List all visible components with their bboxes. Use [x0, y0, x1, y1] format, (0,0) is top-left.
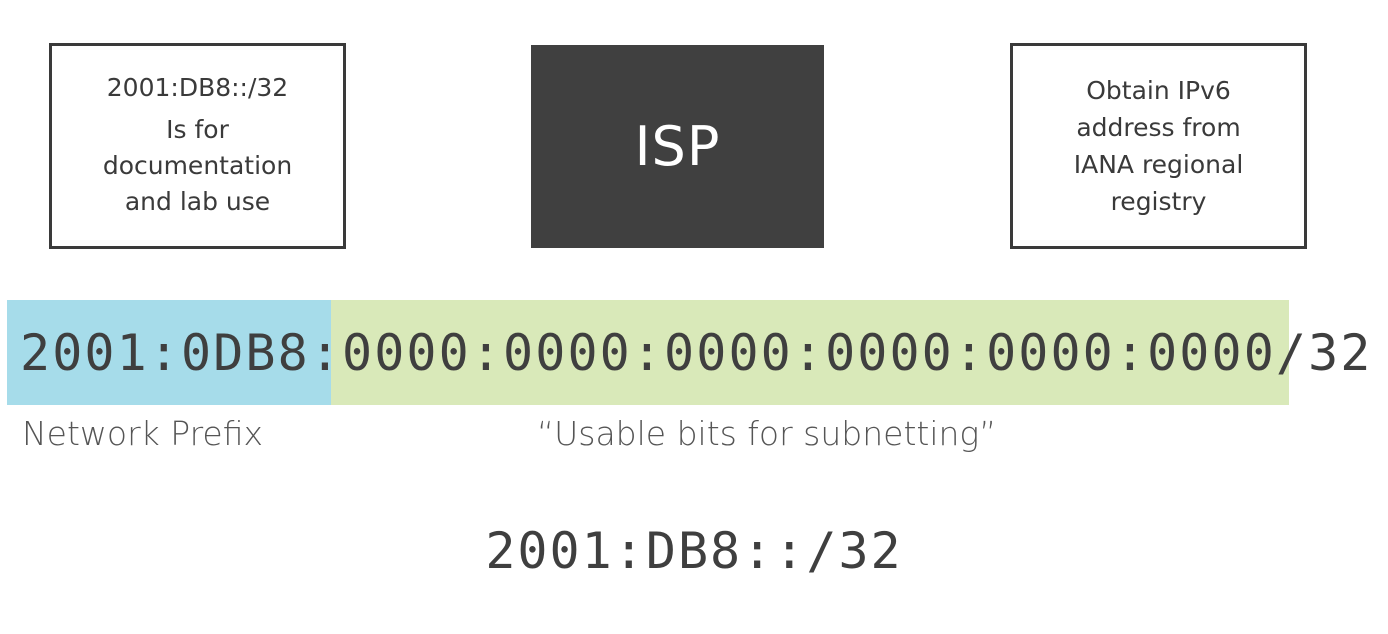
documentation-prefix-description: Is for documentation and lab use [102, 115, 293, 216]
isp-box: ISP [531, 45, 824, 248]
iana-registry-description: Obtain IPv6 address from IANA regional r… [1073, 76, 1244, 216]
network-prefix-label: Network Prefix [22, 414, 264, 453]
documentation-prefix-title: 2001:DB8::/32 [106, 73, 289, 102]
subnetting-bits-highlight [331, 300, 1289, 405]
iana-registry-box: Obtain IPv6 address from IANA regional r… [1010, 43, 1307, 249]
compressed-ipv6-prefix: 2001:DB8::/32 [485, 522, 903, 580]
subnetting-bits-label: “Usable bits for subnetting” [537, 414, 997, 453]
network-prefix-highlight [7, 300, 331, 405]
documentation-prefix-box: 2001:DB8::/32 Is for documentation and l… [49, 43, 346, 249]
isp-label: ISP [634, 115, 721, 178]
full-ipv6-address: 2001:0DB8:0000:0000:0000:0000:0000:0000/… [20, 323, 1373, 382]
